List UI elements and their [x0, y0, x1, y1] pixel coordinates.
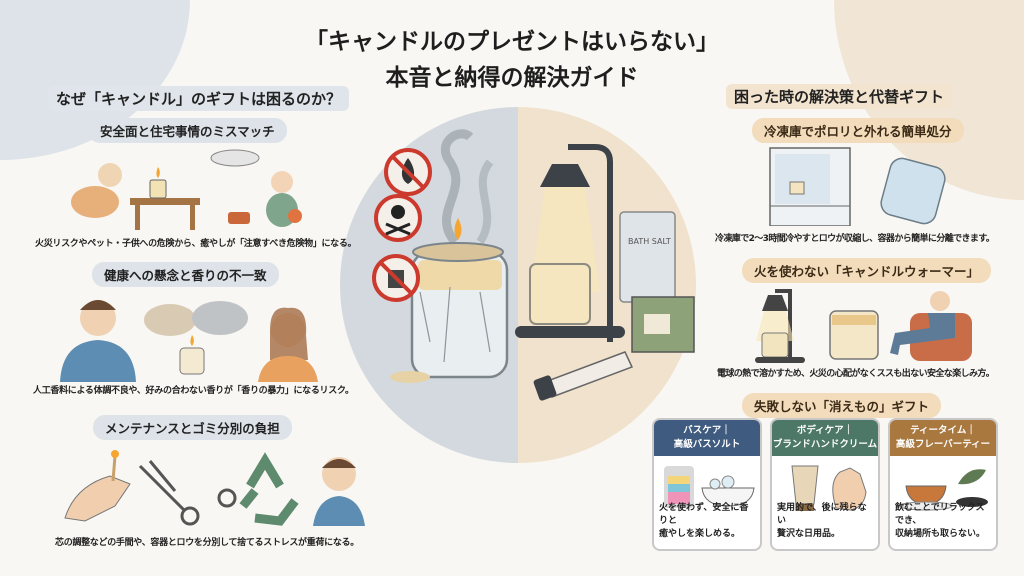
tea-cup-icon: [899, 469, 988, 511]
melted-candle-icon: [829, 310, 879, 360]
card-title: ブランドハンドクリーム: [772, 439, 878, 450]
card-category: ティータイム｜: [910, 425, 976, 436]
hand-cream-tube: [533, 351, 634, 401]
page-title-line1: 「キャンドルのプレゼントはいらない」: [305, 29, 719, 55]
health-illustration: [60, 300, 318, 382]
headache-man-icon: [60, 300, 136, 382]
section-consumable-label: 失敗しない「消えもの」ギフト: [742, 393, 942, 418]
jar-candle: [390, 218, 509, 383]
worried-man-icon: [313, 457, 365, 526]
card-bath-salt-header: バスケア｜ 高級バスソルト: [654, 420, 760, 456]
card-hand-cream-header: ボディケア｜ ブランドハンドクリーム: [772, 420, 878, 456]
card-bath-salt: バスケア｜ 高級バスソルト 火を使わず、安全に香りと癒やしを楽しめる。: [652, 418, 762, 551]
section-freezer-label: 冷凍庫でポロリと外れる簡単処分: [752, 118, 964, 143]
no-trash-icon: [372, 254, 420, 302]
left-header: なぜ「キャンドル」のギフトは困るのか？: [48, 86, 350, 111]
no-fire-icon: [384, 148, 432, 196]
candle-jar-icon: [179, 335, 205, 375]
sneezing-woman-icon: [258, 307, 318, 382]
hand-cream-icon: [791, 465, 867, 511]
smoke-cloud: [144, 301, 248, 336]
section-health-label: 健康への懸念と香りの不一致: [92, 262, 279, 287]
card-flavor-tea: ティータイム｜ 高級フレーバーティー 飲むことでリラックスでき、収納場所も取らない…: [888, 418, 998, 551]
candle-warmer-lamp: [515, 144, 625, 342]
card-category: ボディケア｜: [796, 425, 854, 436]
wick-trimmer-icon: [138, 460, 237, 526]
card-description: 飲むことでリラックスでき、収納場所も取らない。: [895, 503, 986, 539]
card-description: 火を使わず、安全に香りと癒やしを楽しめる。: [659, 503, 749, 539]
section-freezer-caption: 冷凍庫で2〜3時間冷やすとロウが収縮し、容器から簡単に分離できます。: [715, 234, 995, 244]
page-title-line2: 本音と納得の解決ガイド: [385, 65, 639, 91]
maintenance-illustration: [64, 450, 365, 526]
section-safety-label: 安全面と住宅事情のミスマッチ: [88, 118, 287, 143]
card-title: 高級フレーバーティー: [895, 439, 991, 450]
card-flavor-tea-header: ティータイム｜ 高級フレーバーティー: [890, 420, 996, 456]
section-warmer-label: 火を使わない「キャンドルウォーマー」: [742, 258, 992, 283]
center-illustration: BATH SALT: [340, 107, 696, 463]
freezer-icon: [769, 147, 851, 226]
glass-jar-icon: [880, 157, 946, 225]
warmer-illustration: [755, 289, 972, 363]
table-with-candle: [130, 167, 200, 230]
card-title: 高級バスソルト: [673, 439, 741, 450]
section-maintenance-label: メンテナンスとゴミ分別の負担: [93, 415, 292, 440]
freezer-illustration: [769, 147, 946, 226]
bath-salt-bag: BATH SALT: [619, 211, 676, 303]
right-header: 困った時の解決策と代替ギフト: [726, 84, 953, 109]
section-warmer-caption: 電球の熱で溶かすため、火災の心配がなくススも出ない安全な楽しみ方。: [717, 369, 995, 379]
tea-box: [631, 296, 695, 353]
card-description: 実用的で、後に残らない贅沢な日用品。: [777, 503, 867, 539]
recycle-icon: [239, 452, 299, 526]
warmer-lamp-icon: [755, 289, 805, 363]
smoke-detector-icon: [210, 149, 260, 167]
bath-salt-icon: [664, 466, 755, 508]
hand-with-match-icon: [64, 450, 131, 522]
relaxing-woman-icon: [890, 291, 972, 361]
section-health-caption: 人工香料による体調不良や、好みの合わない香りが「香りの暴力」になるリスク。: [33, 386, 354, 396]
section-maintenance-caption: 芯の調整などの手間や、容器とロウを分別して捨てるストレスが重荷になる。: [55, 538, 359, 548]
safety-illustration: [71, 149, 302, 230]
baby-icon: [266, 171, 302, 227]
toy-icon: [228, 212, 250, 224]
card-hand-cream: ボディケア｜ ブランドハンドクリーム 実用的で、後に残らない贅沢な日用品。: [770, 418, 880, 551]
cat-icon: [71, 163, 122, 218]
section-safety-caption: 火災リスクやペット・子供への危険から、癒やしが「注意すべき危険物」になる。: [35, 239, 357, 249]
card-category: バスケア｜: [683, 425, 731, 436]
skull-crossbones-icon: [374, 194, 422, 242]
bath-salt-label: BATH SALT: [628, 237, 671, 246]
